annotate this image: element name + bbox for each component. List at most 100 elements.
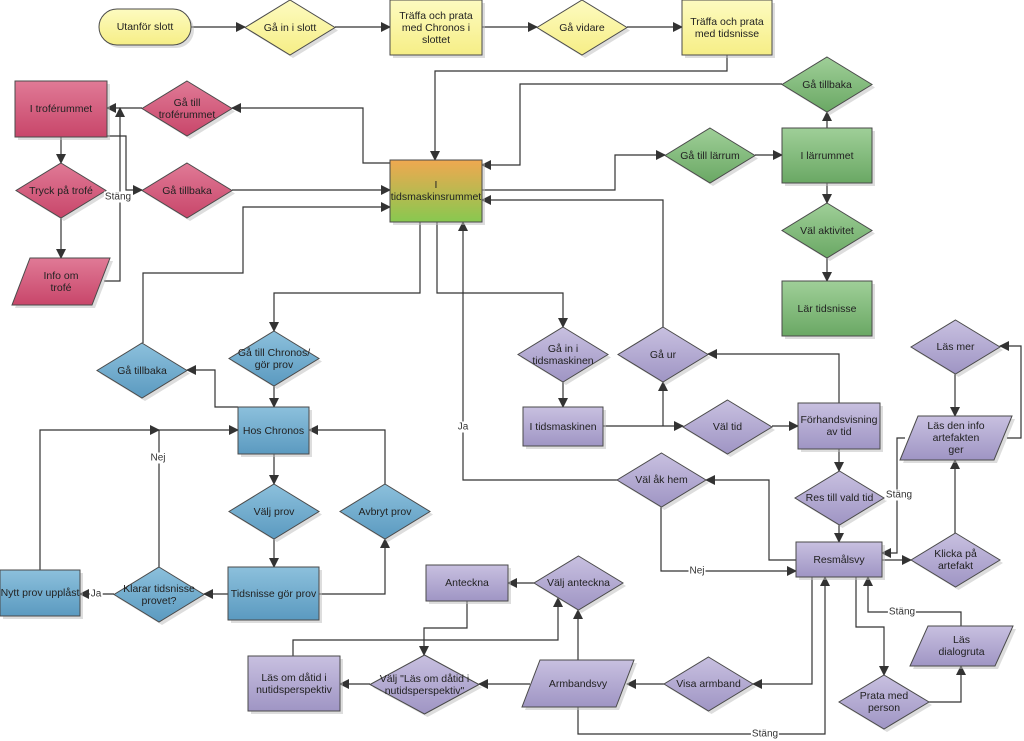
node-label-tidsnisse-gor[interactable]: Tidsnisse gör prov (230, 587, 317, 600)
node-label-ga-vidare[interactable]: Gå vidare (559, 21, 605, 34)
node-label-avbryt[interactable]: Avbryt prov (358, 505, 412, 518)
node-label-i-tm[interactable]: I tidsmaskinen (529, 420, 597, 433)
node-hos-chronos[interactable] (237, 406, 310, 455)
node-valj-las[interactable] (368, 654, 481, 715)
node-las-dialog[interactable] (909, 625, 1014, 667)
node-label-visa-armband[interactable]: Visa armband (676, 678, 741, 690)
node-label-tryck[interactable]: Tryck på trofé (29, 184, 93, 197)
node-valj-prov[interactable] (228, 483, 320, 540)
node-forhand[interactable] (797, 402, 881, 450)
node-label-traffa-tidsnisse[interactable]: Träffa och prata med tidsnisse (690, 15, 764, 40)
node-troferummet[interactable] (14, 80, 108, 138)
node-ga-till-trof[interactable] (141, 80, 233, 137)
connector-arrow (308, 425, 386, 484)
node-info-trofe[interactable] (11, 257, 111, 306)
node-ga-in-tm[interactable] (517, 326, 609, 383)
node-tidsmask[interactable] (389, 159, 483, 223)
node-visa-armband[interactable] (663, 656, 754, 712)
node-las-den-info[interactable] (899, 415, 1013, 461)
edge-label-nej-klarar: Nej (149, 452, 167, 464)
connector-arrow (705, 475, 796, 561)
node-label-ga-tillbaka-pink[interactable]: Gå tillbaka (162, 184, 212, 197)
node-ga-vidare[interactable] (536, 0, 628, 56)
node-label-utanfor[interactable]: Utanför slott (116, 21, 174, 33)
node-las-om[interactable] (247, 655, 341, 712)
node-val-ak-hem[interactable] (616, 452, 707, 508)
node-traffa-tidsnisse[interactable] (681, 0, 773, 56)
node-utanfor[interactable] (98, 8, 192, 46)
connector-arrow (999, 341, 1022, 439)
node-label-nytt-prov[interactable]: Nytt prov upplåst (0, 587, 80, 599)
node-i-tm[interactable] (522, 406, 604, 447)
node-label-las-dialog[interactable]: Läs dialogruta (938, 634, 985, 658)
node-label-ga-larrum[interactable]: Gå till lärrum (680, 149, 740, 162)
edge-label-stang-info: Stäng (884, 489, 914, 501)
node-label-ga-tillbaka-blue[interactable]: Gå tillbaka (117, 364, 167, 377)
node-label-valj-las[interactable]: Välj "Läs om dåtid i nutidsperspektiv" (379, 672, 470, 697)
connector-arrow (292, 597, 563, 656)
node-val-aktivitet[interactable] (781, 202, 873, 259)
node-valj-anteckna[interactable] (533, 555, 624, 611)
node-label-val-tid[interactable]: Väl tid (712, 421, 743, 433)
node-ga-tillbaka-green[interactable] (781, 56, 873, 113)
node-label-ga-chronos[interactable]: Gå till Chronos/ gör prov (237, 346, 311, 371)
node-larrummet[interactable] (781, 127, 873, 184)
node-label-ga-till-trof[interactable]: Gå till troférummet (158, 96, 216, 121)
node-ga-tillbaka-blue[interactable] (96, 342, 188, 399)
node-prata[interactable] (838, 674, 930, 730)
node-anteckna[interactable] (425, 564, 509, 602)
node-label-res-till[interactable]: Res till vald tid (805, 492, 874, 504)
node-label-troferummet[interactable]: I troférummet (29, 103, 93, 115)
connector-arrow (107, 135, 143, 195)
edge-label-nej-hem: Nej (688, 565, 706, 577)
node-label-val-aktivitet[interactable]: Väl aktivitet (800, 224, 854, 237)
node-tryck[interactable] (15, 162, 107, 219)
node-resmalsvy[interactable] (795, 541, 883, 578)
node-label-traffa-chronos[interactable]: Träffa och prata med Chronos i slottet (399, 9, 473, 46)
node-label-las-om[interactable]: Läs om dåtid i nutidsperspektiv (256, 671, 332, 696)
node-nytt-prov[interactable] (0, 569, 81, 617)
node-ga-in-slott[interactable] (244, 0, 336, 56)
node-armbandsvy[interactable] (521, 659, 635, 708)
node-ga-larrum[interactable] (664, 127, 756, 184)
node-label-ga-tillbaka-green[interactable]: Gå tillbaka (802, 78, 852, 91)
node-label-tidsmask[interactable]: I tidsmaskinsrummet (390, 179, 482, 203)
node-label-ga-in-tm[interactable]: Gå in i tidsmaskinen (532, 342, 594, 367)
node-label-ga-in-slott[interactable]: Gå in i slott (263, 21, 317, 34)
node-label-info-trofe[interactable]: Info om trofé (43, 269, 79, 294)
node-label-armbandsvy[interactable]: Armbandsvy (548, 677, 608, 690)
node-ga-ur[interactable] (617, 326, 709, 383)
edge-label-stang-armband: Stäng (750, 728, 780, 740)
node-label-valj-anteckna[interactable]: Välj anteckna (546, 577, 611, 589)
connector-arrow (142, 202, 391, 343)
edge-label-ja-hem: Ja (456, 421, 470, 433)
node-ga-tillbaka-pink[interactable] (141, 162, 233, 219)
node-label-resmalsvy[interactable]: Resmålsvy (813, 553, 865, 566)
node-label-ga-ur[interactable]: Gå ur (649, 348, 677, 361)
node-label-lar-tidsnisse[interactable]: Lär tidsnisse (797, 302, 857, 315)
connector-arrow (319, 538, 390, 595)
node-klarar[interactable] (113, 566, 205, 623)
node-ga-chronos[interactable] (228, 330, 320, 387)
node-avbryt[interactable] (339, 483, 431, 540)
node-label-val-ak-hem[interactable]: Väl åk hem (635, 474, 688, 486)
node-val-tid[interactable] (682, 399, 773, 455)
node-lar-tidsnisse[interactable] (781, 280, 873, 337)
node-label-hos-chronos[interactable]: Hos Chronos (242, 424, 305, 437)
node-tidsnisse-gor[interactable] (227, 566, 320, 621)
connector-arrow (186, 365, 238, 408)
node-label-las-mer[interactable]: Läs mer (936, 341, 975, 353)
node-label-valj-prov[interactable]: Välj prov (253, 505, 295, 518)
node-label-anteckna[interactable]: Anteckna (445, 577, 489, 589)
node-label-larrummet[interactable]: I lärrummet (800, 149, 854, 162)
node-label-klicka[interactable]: Klicka på artefakt (934, 548, 977, 572)
node-label-forhand[interactable]: Förhandsvisning av tid (800, 414, 878, 438)
node-traffa-chronos[interactable] (389, 0, 483, 56)
node-klicka[interactable] (910, 532, 1001, 588)
node-label-prata[interactable]: Prata med person (859, 690, 909, 714)
node-las-mer[interactable] (910, 319, 1001, 375)
node-label-klarar[interactable]: Klarar tidsnisse provet? (123, 582, 195, 607)
node-res-till[interactable] (794, 470, 885, 526)
node-label-las-den-info[interactable]: Läs den info artefakten ger (927, 420, 985, 456)
